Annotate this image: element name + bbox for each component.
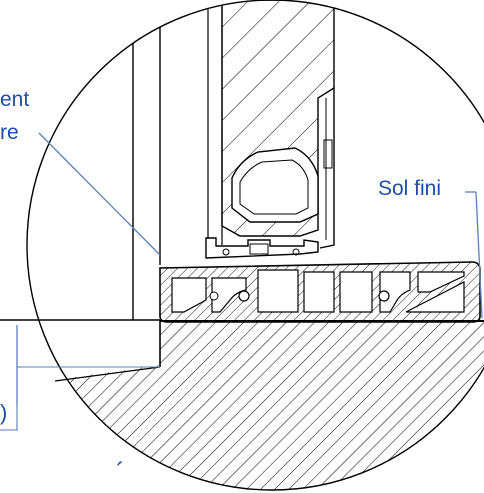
callout-label-paren: )	[0, 400, 8, 425]
callout-label-cut-top: ent	[0, 88, 30, 111]
door-leaf	[221, 0, 335, 249]
threshold-profile	[159, 261, 481, 323]
callout-lines	[0, 132, 483, 431]
callout-label-accent: ´	[116, 457, 125, 487]
detail-circle	[26, 0, 484, 491]
ground-hatch	[27, 320, 484, 490]
callout-label-finished-floor: Sol fini	[378, 177, 442, 200]
seal-profile	[205, 237, 319, 259]
callout-label-cut-bottom: re	[0, 121, 19, 144]
